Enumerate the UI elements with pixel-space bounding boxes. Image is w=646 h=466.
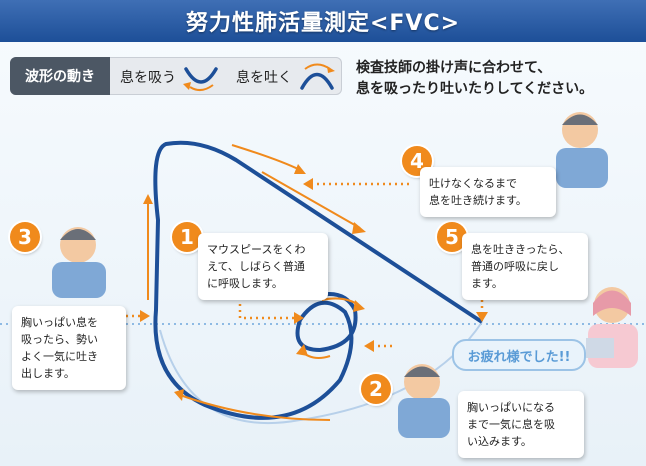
fvc-curve <box>153 140 484 420</box>
legend-label: 波形の動き <box>10 57 110 95</box>
exhale-wave-icon <box>300 72 334 90</box>
leader-lines <box>126 182 484 348</box>
legend-wave-icons <box>183 63 335 91</box>
step-number-3: 3 <box>10 222 40 252</box>
inhale-arrow-icon <box>189 84 214 91</box>
step-2-callout: 胸いっぱいになる まで一気に息を吸 い込みます。 <box>458 391 584 458</box>
legend-inhale-label: 息を吸う <box>120 70 176 86</box>
step-number-2: 2 <box>361 374 391 404</box>
technician-figure <box>586 287 638 368</box>
done-message: お疲れ様でした!! <box>452 339 586 371</box>
step-5-callout: 息を吐ききったら、 普通の呼吸に戻し ます。 <box>462 233 588 300</box>
step-1-callout: マウスピースをくわ えて、しばらく普通 に呼吸します。 <box>198 233 328 300</box>
inhale-wave-icon <box>184 67 218 84</box>
title-bar: 努力性肺活量測定<FVC> <box>0 0 646 42</box>
step-number-1: 1 <box>172 222 202 252</box>
step-4-callout: 吐けなくなるまで 息を吐き続けます。 <box>420 167 556 217</box>
legend-exhale-label: 息を吐く <box>236 70 292 86</box>
page-title: 努力性肺活量測定<FVC> <box>185 11 461 36</box>
step-3-callout: 胸いっぱい息を 吸ったら、勢い よく一気に吐き 出します。 <box>12 306 126 390</box>
legend: 波形の動き 息を吸う 息を吐く <box>10 57 342 95</box>
person-step-3 <box>52 227 106 298</box>
instruction-text: 検査技師の掛け声に合わせて、 息を吸ったり吐いたりしてください。 <box>356 60 594 97</box>
person-step-4 <box>556 112 608 188</box>
flow-arrows <box>147 144 361 421</box>
person-step-2 <box>398 364 450 438</box>
